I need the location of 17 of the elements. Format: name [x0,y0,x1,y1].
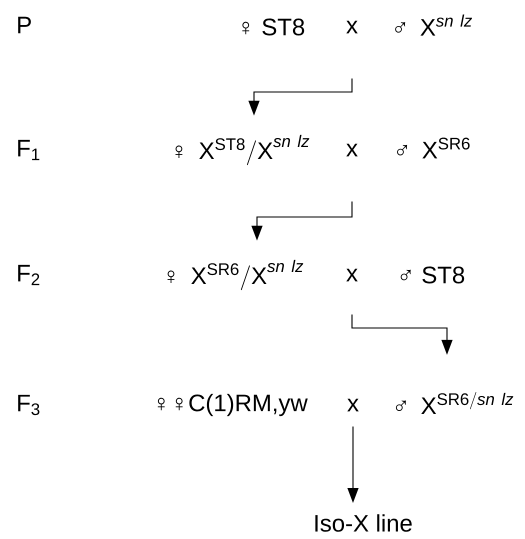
cross-symbol: x [346,144,358,156]
generation-label: F$_{1}$ [18,140,40,160]
generation-label: F$_{3}$ [18,394,40,416]
genotype-label: ♂ ST8 [400,266,464,284]
genotype-label: ♂ $\mathrm{X}^{\mathit{sn\ lz}}$ [395,14,472,36]
genotype-label: ♂ $\mathrm{X}^{\mathrm{SR6/}\mathit{sn\ lz}}$ [396,392,514,414]
cross-symbol: x [347,398,359,412]
offspring-label: Iso-X line [315,514,412,532]
genotype-label: ♀ $\mathrm{X}^{\mathrm{SR6}}\mathrm{/X}^{\mathit{sn\ lz}}$ [168,260,304,290]
generation-label: F$_{2}$ [18,264,40,286]
genotype-label: ♀♀C(1)RM,yw [158,394,308,416]
cross-symbol: x [346,20,358,34]
genotype-label: ♀ ST8 [242,18,304,36]
generation-label: P [18,16,31,34]
cross-symbol: x [346,268,358,282]
genotype-label: ♂ $\mathrm{X}^{\mathrm{SR6}}$ [397,138,470,158]
genotype-label: ♀ $\mathrm{X}^{\mathrm{ST8}}\mathrm{/X}^{\mathit{sn\ lz}}$ [176,134,310,166]
